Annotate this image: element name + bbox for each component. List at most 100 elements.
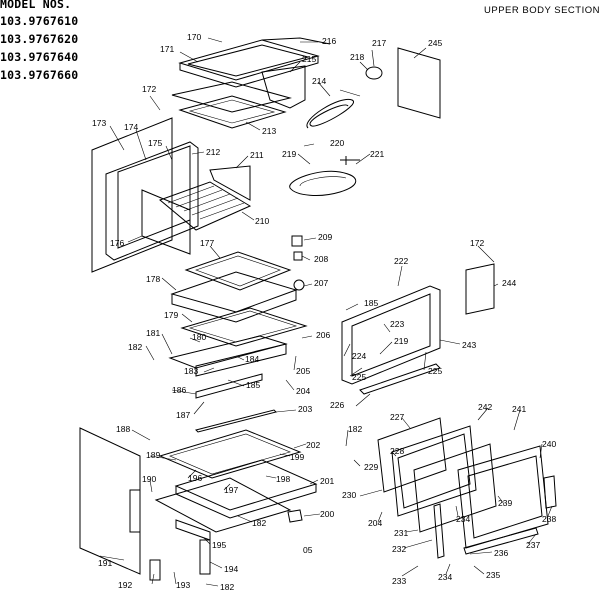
callout-231: 231: [394, 528, 408, 538]
callout-228: 228: [390, 446, 404, 456]
callout-237: 237: [526, 540, 540, 550]
callout-200: 200: [320, 509, 334, 519]
callout-206: 206: [316, 330, 330, 340]
callout-183: 183: [184, 366, 198, 376]
slide-part: [195, 373, 263, 399]
callout-201: 201: [320, 476, 334, 486]
callout-172b: 172: [470, 238, 484, 248]
callout-208: 208: [314, 254, 328, 264]
callout-189: 189: [146, 450, 160, 460]
callout-219b: 219: [394, 336, 408, 346]
knob-part: [365, 66, 383, 80]
callout-215: 215: [302, 54, 316, 64]
callout-198: 198: [276, 474, 290, 484]
callout-234a: 234: [456, 514, 470, 524]
callout-174: 174: [124, 122, 138, 132]
callout-185a: 185: [364, 298, 378, 308]
callout-236: 236: [494, 548, 508, 558]
callout-172a: 172: [142, 84, 156, 94]
back-duct-part: [261, 65, 306, 109]
oven-rack-part: [159, 165, 252, 231]
oven-liner-part: [105, 141, 199, 261]
callout-232: 232: [392, 544, 406, 554]
callout-233: 233: [392, 576, 406, 586]
door-frame-part: [341, 285, 441, 385]
callout-180: 180: [192, 332, 206, 342]
latch-part: [287, 509, 303, 523]
callout-220: 220: [330, 138, 344, 148]
callout-193: 193: [176, 580, 190, 590]
callout-210: 210: [255, 216, 269, 226]
callout-205: 205: [296, 366, 310, 376]
callout-235: 235: [486, 570, 500, 580]
callout-190: 190: [142, 474, 156, 484]
callout-188: 188: [116, 424, 130, 434]
callout-226: 226: [330, 400, 344, 410]
callout-212: 212: [206, 147, 220, 157]
footer-code: 05: [303, 545, 313, 555]
callout-219a: 219: [282, 149, 296, 159]
drawer-liner-part: [180, 307, 308, 347]
outer-door-part: [457, 445, 549, 549]
callout-239: 239: [498, 498, 512, 508]
callout-245: 245: [428, 38, 442, 48]
bake-element-part: [289, 170, 357, 196]
callout-244: 244: [502, 278, 516, 288]
callout-204b: 204: [368, 518, 382, 528]
drawer-frame-part: [158, 429, 302, 479]
callout-214: 214: [312, 76, 326, 86]
door-gasket-part: [359, 363, 441, 395]
broiler-pan-part: [170, 271, 298, 313]
callout-209: 209: [318, 232, 332, 242]
callout-213: 213: [262, 126, 276, 136]
drawer-bracket-part: [129, 489, 141, 533]
vent-frame-part: [178, 37, 331, 88]
callout-192: 192: [118, 580, 132, 590]
callout-171: 171: [160, 44, 174, 54]
callout-221: 221: [370, 149, 384, 159]
burner-cap-part: [291, 235, 303, 261]
side-panel-part: [397, 47, 441, 119]
callout-182c: 182: [252, 518, 266, 528]
callout-207: 207: [314, 278, 328, 288]
callout-177: 177: [200, 238, 214, 248]
model-number-3: 103.9767640: [0, 50, 79, 64]
callout-191: 191: [98, 558, 112, 568]
broiler-tray-part: [184, 251, 292, 291]
callout-182b: 182: [348, 424, 362, 434]
callout-225a: 225: [352, 372, 366, 382]
model-label: MODEL NOS.: [0, 0, 72, 11]
callout-182a: 182: [128, 342, 142, 352]
callout-194: 194: [224, 564, 238, 574]
handle-end-part: [543, 475, 557, 509]
callout-173: 173: [92, 118, 106, 128]
callout-178: 178: [146, 274, 160, 284]
callout-203: 203: [298, 404, 312, 414]
section-title: UPPER BODY SECTION: [484, 5, 600, 16]
leader-lines: [99, 37, 553, 587]
drawer-base-part: [154, 477, 292, 533]
callout-211: 211: [250, 150, 264, 160]
callout-199: 199: [290, 452, 304, 462]
callout-222: 222: [394, 256, 408, 266]
callout-216: 216: [322, 36, 336, 46]
lower-door-part: [79, 427, 141, 575]
drawer-rail-part: [168, 335, 288, 369]
door-hinge-part: [433, 503, 445, 559]
model-number-4: 103.9767660: [0, 68, 79, 82]
callout-217: 217: [372, 38, 386, 48]
callout-242: 242: [478, 402, 492, 412]
callout-230: 230: [342, 490, 356, 500]
callout-176: 176: [110, 238, 124, 248]
callout-229: 229: [364, 462, 378, 472]
side-wall-part: [91, 117, 173, 273]
trim-strip-part: [465, 263, 495, 315]
callout-234b: 234: [438, 572, 452, 582]
model-number-1: 103.9767610: [0, 14, 79, 28]
callout-195: 195: [212, 540, 226, 550]
callout-187: 187: [176, 410, 190, 420]
callout-185b: 185: [246, 380, 260, 390]
